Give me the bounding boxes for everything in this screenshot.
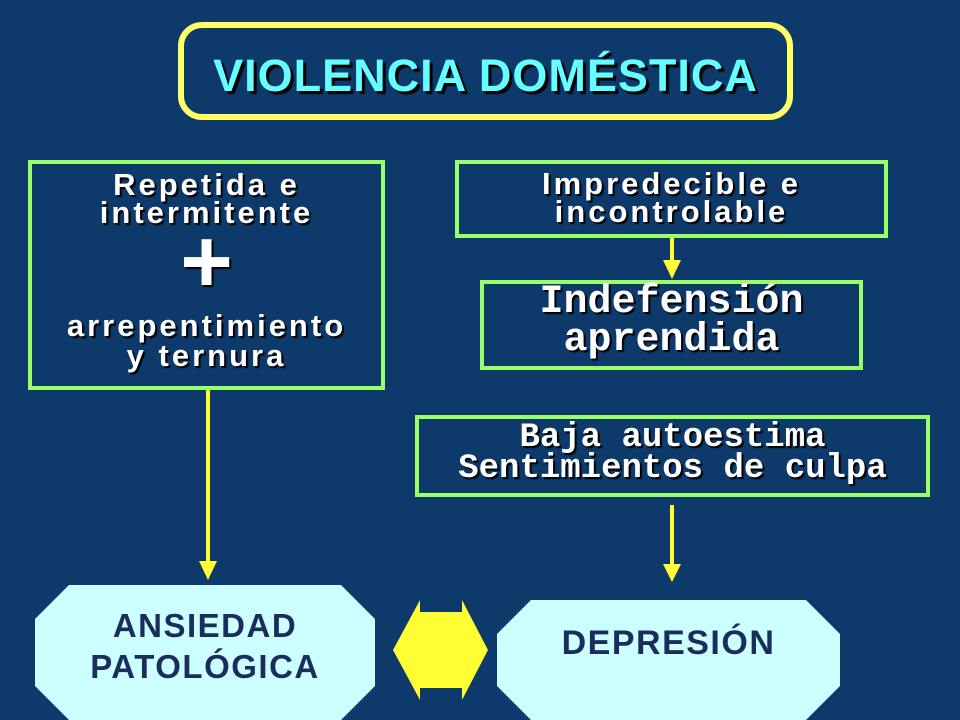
page-title: VIOLENCIA DOMÉSTICA (213, 50, 758, 101)
depression-node: DEPRESIÓN (497, 600, 840, 720)
arrow-repetition-to-anxiety-head (199, 561, 217, 580)
learned-helplessness-box: Indefensión aprendida (480, 280, 863, 370)
double-arrow-anxiety-depression (393, 600, 488, 700)
title-box: VIOLENCIA DOMÉSTICA (178, 22, 793, 120)
arrow-unpredictable-to-helplessness-head (663, 260, 681, 279)
repetition-box: Repetida e intermitente + arrepentimient… (28, 160, 385, 390)
depression-node-label: DEPRESIÓN (561, 624, 776, 662)
repetition-box-line-2: intermitente (99, 195, 314, 230)
anxiety-node: ANSIEDAD PATOLÓGICA (35, 585, 375, 720)
learned-helplessness-line-1: Indefensión (539, 280, 804, 325)
self-esteem-line-1: Baja autoestima (519, 419, 826, 457)
self-esteem-box: Baja autoestima Sentimientos de culpa (415, 415, 930, 497)
unpredictable-box-line-1: Impredecible e (541, 166, 802, 201)
repetition-box-line-1: Repetida e (113, 167, 300, 202)
repetition-box-line-4: y ternura (126, 338, 287, 373)
anxiety-node-line-1: ANSIEDAD (112, 607, 298, 644)
repetition-box-line-3: arrepentimiento (66, 308, 347, 343)
anxiety-node-line-2: PATOLÓGICA (90, 648, 320, 685)
self-esteem-line-2: Sentimientos de culpa (458, 450, 887, 488)
unpredictable-box-line-2: incontrolable (554, 194, 789, 229)
unpredictable-box: Impredecible e incontrolable (455, 160, 888, 238)
plus-sign: + (180, 212, 233, 312)
arrow-self-esteem-to-depression-head (663, 564, 681, 582)
learned-helplessness-line-2: aprendida (563, 318, 780, 363)
